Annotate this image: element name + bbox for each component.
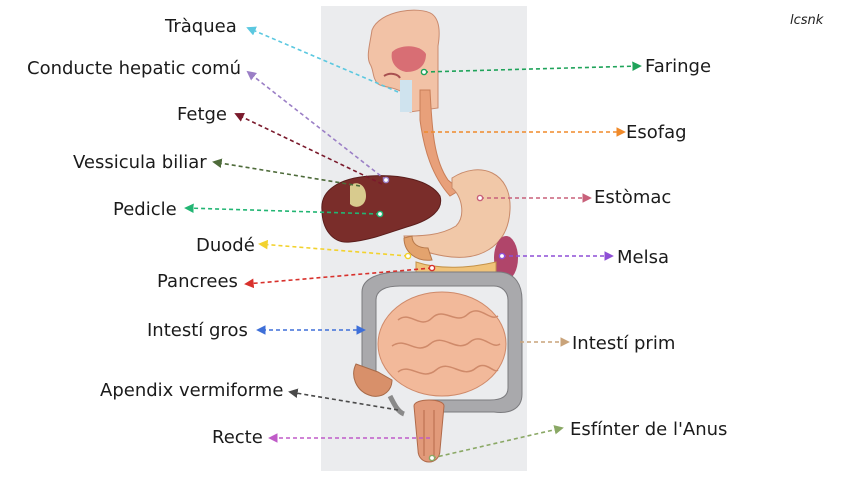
leader-conducte: [248, 72, 386, 180]
leader-traquea: [248, 28, 398, 92]
leader-pancrees: [246, 268, 432, 284]
label-pancrees: Pancrees: [157, 271, 238, 293]
label-conducte-hepatic: Conducte hepatic comú: [27, 58, 241, 80]
label-esfinter: Esfínter de l'Anus: [570, 419, 727, 441]
label-estomac: Estòmac: [594, 187, 671, 209]
label-intesti-gros: Intestí gros: [147, 320, 248, 342]
label-recte: Recte: [212, 427, 263, 449]
author-credit: lcsnk: [790, 13, 823, 28]
label-vessicula: Vessicula biliar: [73, 152, 207, 174]
anchor-dots: [377, 69, 504, 460]
leader-fetge: [236, 114, 382, 184]
leader-vessicula: [214, 162, 360, 186]
label-apendix: Apendix vermiforme: [100, 380, 283, 402]
leader-apendix: [290, 392, 398, 410]
label-traquea: Tràquea: [165, 16, 237, 38]
label-esofag: Esofag: [626, 122, 687, 144]
leader-duode: [260, 244, 408, 256]
label-faringe: Faringe: [645, 56, 711, 78]
leader-faringe: [424, 66, 640, 72]
leader-esfinter: [432, 428, 562, 458]
label-duode: Duodé: [196, 235, 255, 257]
label-intesti-prim: Intestí prim: [572, 333, 675, 355]
leader-pedicle: [186, 208, 380, 214]
label-fetge: Fetge: [177, 104, 227, 126]
label-pedicle: Pedicle: [113, 199, 177, 221]
label-melsa: Melsa: [617, 247, 669, 269]
